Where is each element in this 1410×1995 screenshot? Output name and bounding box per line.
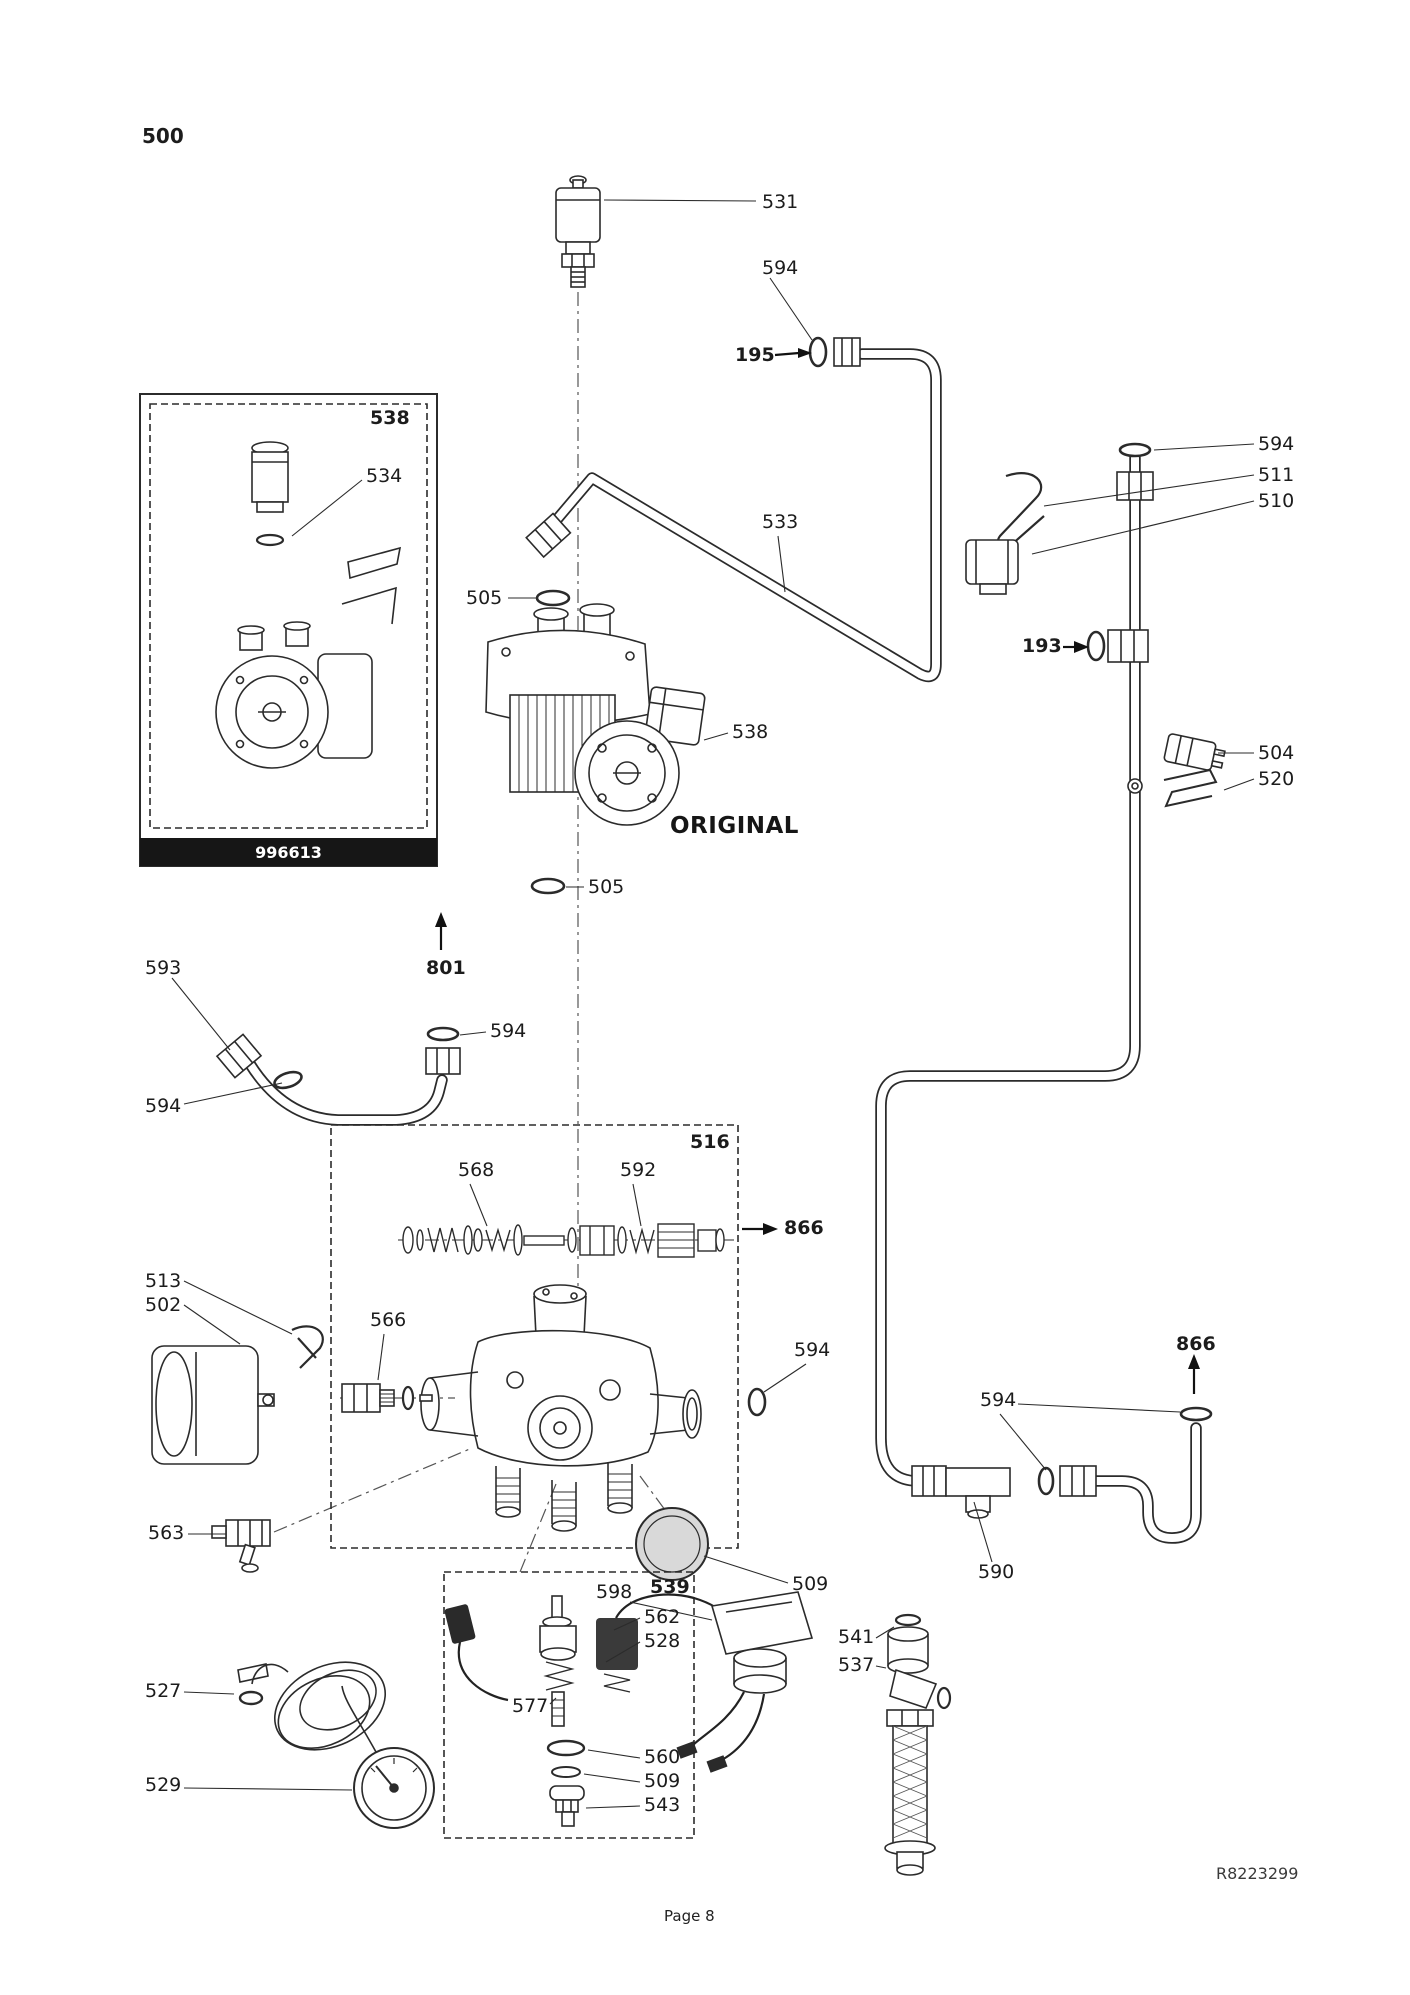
union-195-drawing xyxy=(808,336,861,368)
left-pipe-fittings-drawing xyxy=(215,1026,461,1090)
clip-527-drawing xyxy=(237,1663,269,1706)
diaphragm-509-drawing xyxy=(635,1507,709,1581)
inset-box-drawing xyxy=(139,393,438,867)
callout-516: 516 xyxy=(690,1131,730,1153)
figure-number: 500 xyxy=(142,124,184,148)
assembly-box-516 xyxy=(330,1124,739,1549)
callout-511: 511 xyxy=(1258,464,1295,486)
page-number: Page 8 xyxy=(664,1907,715,1925)
oring-594-valve-drawing xyxy=(747,1387,767,1417)
air-vent-drawing xyxy=(555,175,601,288)
gauge-529-drawing xyxy=(251,1661,435,1829)
callout-527: 527 xyxy=(145,1680,182,1702)
water-valve-parts-drawing xyxy=(444,1593,731,1827)
assembly-box-539 xyxy=(443,1571,695,1839)
callout-562: 562 xyxy=(644,1606,681,1628)
callout-509-disc: 509 xyxy=(792,1573,829,1595)
callout-598: 598 xyxy=(596,1581,633,1603)
callout-504: 504 xyxy=(1258,742,1295,764)
callout-513: 513 xyxy=(145,1270,182,1292)
callout-195: 195 xyxy=(735,344,775,366)
callout-531: 531 xyxy=(762,191,799,213)
callout-543: 543 xyxy=(644,1794,681,1816)
inset-part-code: 996613 xyxy=(255,843,322,862)
valve-block-drawing xyxy=(420,1284,702,1532)
right-pipe-fittings-drawing xyxy=(965,442,1226,808)
callout-505-lower: 505 xyxy=(588,876,625,898)
inset-box-callout-538: 538 xyxy=(370,407,410,429)
callout-541: 541 xyxy=(838,1626,875,1648)
pump-inlet-union-drawing xyxy=(525,512,572,607)
original-mark: ORIGINAL xyxy=(670,813,799,839)
callout-193: 193 xyxy=(1022,635,1062,657)
actuator-502-drawing xyxy=(151,1325,324,1465)
callout-866-right: 866 xyxy=(1176,1333,1216,1355)
pump-drawing xyxy=(485,603,706,895)
fitting-566-drawing xyxy=(341,1383,433,1413)
direction-arrows xyxy=(435,348,1200,1394)
callout-866-mid: 866 xyxy=(784,1217,824,1239)
callout-528: 528 xyxy=(644,1630,681,1652)
doc-ref: R8223299 xyxy=(1216,1864,1299,1883)
callout-533: 533 xyxy=(762,511,799,533)
callout-593: 593 xyxy=(145,957,182,979)
callout-594-right-top: 594 xyxy=(1258,433,1295,455)
callout-563: 563 xyxy=(148,1522,185,1544)
callout-594-top: 594 xyxy=(762,257,799,279)
callout-537: 537 xyxy=(838,1654,875,1676)
tee-fitting-drawing xyxy=(911,1406,1213,1519)
callout-592: 592 xyxy=(620,1159,657,1181)
leader-lines xyxy=(171,199,1255,1809)
callout-590: 590 xyxy=(978,1561,1015,1583)
callout-534: 534 xyxy=(366,465,403,487)
callout-594-left: 594 xyxy=(145,1095,182,1117)
flow-switch-598-drawing xyxy=(676,1591,814,1773)
callout-505-upper: 505 xyxy=(466,587,503,609)
callout-594-tee: 594 xyxy=(980,1389,1017,1411)
callout-566: 566 xyxy=(370,1309,407,1331)
callout-520: 520 xyxy=(1258,768,1295,790)
callout-594-valve: 594 xyxy=(794,1339,831,1361)
callout-594-union: 594 xyxy=(490,1020,527,1042)
cartridge-exploded-drawing xyxy=(402,1223,725,1258)
callout-509-valve: 509 xyxy=(644,1770,681,1792)
callout-577: 577 xyxy=(512,1695,549,1717)
valve-563-drawing xyxy=(211,1519,271,1573)
callout-538-pump: 538 xyxy=(732,721,769,743)
callout-568: 568 xyxy=(458,1159,495,1181)
callout-529: 529 xyxy=(145,1774,182,1796)
callout-560: 560 xyxy=(644,1746,681,1768)
callout-502: 502 xyxy=(145,1294,182,1316)
callout-510: 510 xyxy=(1258,490,1295,512)
pipes xyxy=(244,348,1202,1544)
callout-801: 801 xyxy=(426,957,466,979)
fitting-537-hose-drawing xyxy=(884,1613,952,1876)
callout-539: 539 xyxy=(650,1576,690,1598)
